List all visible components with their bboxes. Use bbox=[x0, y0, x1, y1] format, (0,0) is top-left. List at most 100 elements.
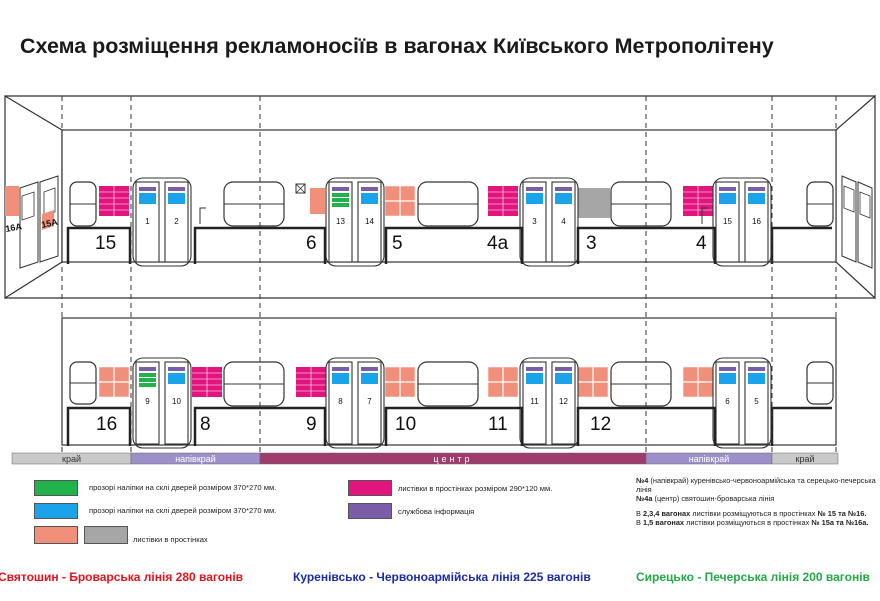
note-bold: 1,5 вагонах bbox=[642, 518, 685, 527]
ad-blue-sticker bbox=[719, 193, 736, 204]
door-pair: 11 12 bbox=[519, 357, 579, 449]
ad-service-info bbox=[719, 367, 736, 371]
band-label: напівкрай bbox=[689, 454, 730, 464]
note-bold: № 15а та №16а. bbox=[811, 518, 869, 527]
band-label: край bbox=[796, 454, 815, 464]
door-number: 9 bbox=[145, 397, 150, 406]
door-pair: 9 10 bbox=[132, 357, 192, 449]
zone-label: 11 bbox=[488, 414, 508, 435]
door-number: 8 bbox=[338, 397, 343, 406]
ad-magenta bbox=[682, 185, 714, 217]
ad-salmon bbox=[577, 366, 609, 398]
ad-service-info bbox=[361, 367, 378, 371]
ad-salmon bbox=[310, 188, 325, 214]
legend-swatch-green bbox=[34, 480, 78, 496]
note-text: (центр) святошин-броварська лінія bbox=[652, 494, 775, 503]
legend-swatch-purple bbox=[348, 503, 392, 519]
end-ad-16a bbox=[5, 186, 19, 216]
end-label-15a: 15A bbox=[40, 217, 59, 230]
legend-swatch-salmon bbox=[34, 526, 78, 544]
door-number: 14 bbox=[365, 217, 374, 226]
ad-blue-sticker bbox=[719, 373, 736, 384]
ad-service-info bbox=[526, 187, 543, 191]
door-number: 10 bbox=[172, 397, 181, 406]
ad-gray bbox=[578, 188, 610, 218]
ad-blue-sticker bbox=[748, 373, 765, 384]
ad-green-sticker bbox=[332, 198, 349, 202]
note-text: (напівкрай) куренівсько-червоноармійська… bbox=[636, 476, 876, 494]
ad-green-sticker bbox=[139, 383, 156, 387]
door-number: 16 bbox=[752, 217, 761, 226]
zone-bands: край напівкрай центр напівкрай край bbox=[11, 452, 839, 465]
ad-salmon bbox=[682, 366, 714, 398]
door-number: 15 bbox=[723, 217, 732, 226]
ad-service-info bbox=[719, 187, 736, 191]
legend-text: прозорі наліпки на склі дверей розміром … bbox=[89, 483, 277, 492]
note-text: листівки розміщуються в простінках bbox=[690, 509, 818, 518]
section-dividers bbox=[61, 96, 837, 462]
ad-blue-sticker bbox=[139, 193, 156, 204]
ad-green-sticker bbox=[139, 373, 156, 377]
legend-swatch-blue bbox=[34, 503, 78, 519]
line-syretsko-pecherska: Сирецько - Печерська лінія 200 вагонів bbox=[636, 570, 870, 584]
ad-green-sticker bbox=[332, 193, 349, 197]
ad-service-info bbox=[168, 187, 185, 191]
door-number: 5 bbox=[754, 397, 759, 406]
ad-blue-sticker bbox=[168, 373, 185, 384]
zone-label: 6 bbox=[306, 233, 317, 254]
band-label: край bbox=[62, 454, 81, 464]
door-number: 4 bbox=[561, 217, 566, 226]
note-text: В bbox=[636, 509, 643, 518]
ad-blue-sticker bbox=[555, 373, 572, 384]
zone-label: 12 bbox=[590, 414, 611, 435]
ad-green-sticker bbox=[332, 203, 349, 207]
ad-service-info bbox=[526, 367, 543, 371]
line-kurenivsko-chervonoarmiiska: Куренівсько - Червоноармійська лінія 225… bbox=[293, 570, 591, 584]
ad-blue-sticker bbox=[168, 193, 185, 204]
door-number: 7 bbox=[367, 397, 372, 406]
ad-magenta bbox=[98, 185, 130, 217]
ad-blue-sticker bbox=[361, 373, 378, 384]
zone-label: 8 bbox=[200, 414, 211, 435]
ad-service-info bbox=[139, 367, 156, 371]
ad-magenta bbox=[487, 185, 519, 217]
zone-label: 4а bbox=[487, 233, 509, 254]
band-label: центр bbox=[433, 454, 472, 464]
zone-label: 4 bbox=[696, 233, 707, 254]
page-title: Схема розміщення рекламоносіїв в вагонах… bbox=[20, 34, 774, 58]
ad-service-info bbox=[139, 187, 156, 191]
door-number: 12 bbox=[559, 397, 568, 406]
ad-service-info bbox=[168, 367, 185, 371]
note-bold: 2,3,4 вагонах bbox=[642, 509, 691, 518]
ad-magenta bbox=[191, 366, 223, 398]
band-label: напівкрай bbox=[175, 454, 216, 464]
ad-blue-sticker bbox=[526, 193, 543, 204]
zone-label: 9 bbox=[306, 414, 317, 435]
zone-label: 3 bbox=[586, 233, 597, 254]
door-number: 1 bbox=[145, 217, 150, 226]
ad-green-sticker bbox=[139, 378, 156, 382]
door-number: 6 bbox=[725, 397, 730, 406]
ad-service-info bbox=[332, 187, 349, 191]
ad-service-info bbox=[748, 187, 765, 191]
door-number: 3 bbox=[532, 217, 537, 226]
ad-blue-sticker bbox=[555, 193, 572, 204]
legend-text: листівки в простінках розміром 290*120 м… bbox=[398, 484, 553, 493]
ad-blue-sticker bbox=[748, 193, 765, 204]
ad-service-info bbox=[332, 367, 349, 371]
ad-magenta bbox=[295, 366, 327, 398]
door-number: 11 bbox=[530, 397, 539, 406]
ad-blue-sticker bbox=[332, 373, 349, 384]
note-text: В bbox=[636, 518, 643, 527]
zone-label: 15 bbox=[95, 233, 116, 254]
notes: №4 (напівкрай) куренівсько-червоноармійс… bbox=[636, 476, 876, 533]
ad-salmon bbox=[384, 366, 416, 398]
note-bold: №4а bbox=[636, 494, 653, 503]
ad-salmon bbox=[98, 366, 130, 398]
ad-service-info bbox=[555, 367, 572, 371]
